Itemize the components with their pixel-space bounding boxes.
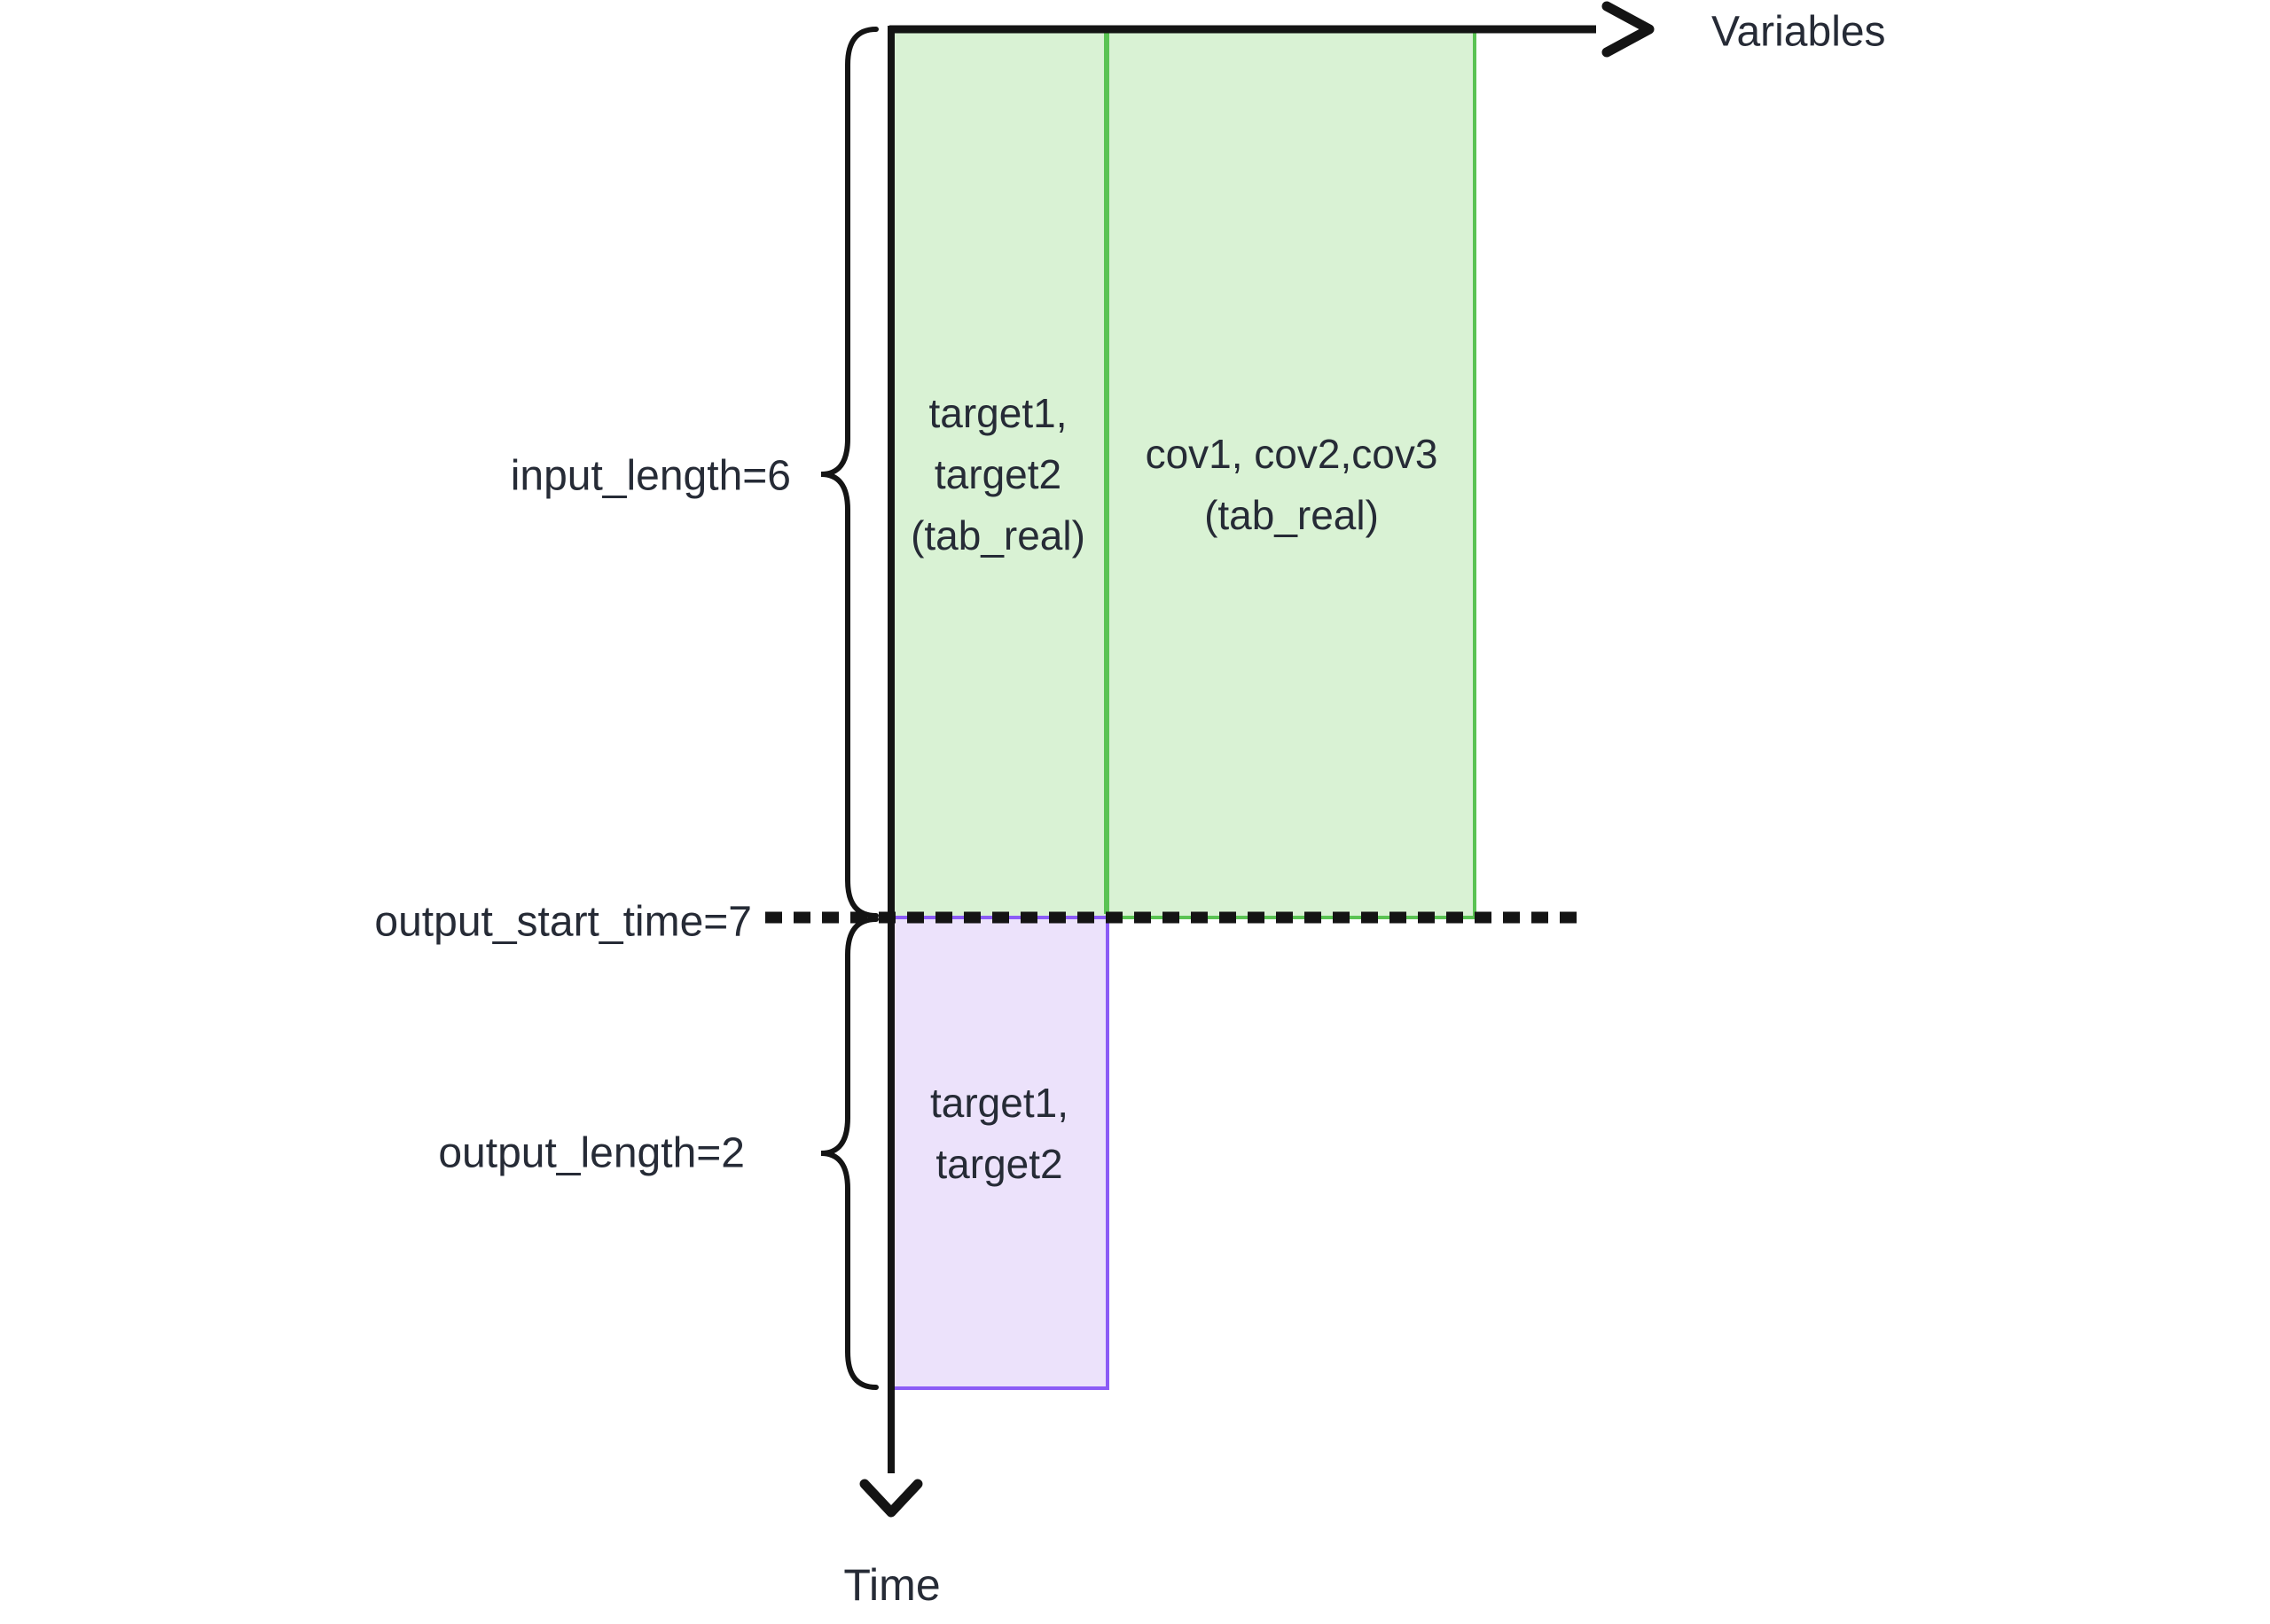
input-covariates-text: cov1, cov2,cov3 (tab_real) bbox=[1146, 424, 1438, 546]
output-targets-line: target1, bbox=[930, 1079, 1068, 1126]
time-axis-label: Time bbox=[843, 1560, 941, 1610]
output-start-time-label: output_start_time=7 bbox=[374, 898, 752, 946]
output-window-region bbox=[889, 916, 1109, 1390]
variables-axis-label: Variables bbox=[1711, 8, 1886, 56]
input-targets-cell: target1, target2 (tab_real) bbox=[889, 29, 1107, 919]
input-covariates-cell: cov1, cov2,cov3 (tab_real) bbox=[1107, 29, 1476, 919]
input-window-region bbox=[889, 29, 1476, 919]
input-length-label: input_length=6 bbox=[510, 452, 791, 500]
input-covariates-line: (tab_real) bbox=[1204, 492, 1379, 538]
output-targets-cell: target1, target2 bbox=[889, 916, 1109, 1390]
output-targets-line: target2 bbox=[935, 1140, 1063, 1187]
input-targets-line: target2 bbox=[934, 450, 1062, 497]
input-covariates-line: cov1, cov2,cov3 bbox=[1145, 431, 1438, 477]
output-length-label: output_length=2 bbox=[438, 1129, 745, 1177]
input-targets-line: target1, bbox=[928, 389, 1068, 436]
variables-axis-arrowhead-icon bbox=[1601, 1, 1655, 58]
input-targets-line: (tab_real) bbox=[911, 511, 1085, 558]
output-targets-text: target1, target2 bbox=[930, 1073, 1068, 1195]
input-targets-text: target1, target2 (tab_real) bbox=[911, 383, 1085, 566]
time-axis-arrowhead-icon bbox=[859, 1479, 923, 1518]
output-length-brace bbox=[820, 917, 879, 1390]
input-length-brace bbox=[820, 27, 879, 918]
